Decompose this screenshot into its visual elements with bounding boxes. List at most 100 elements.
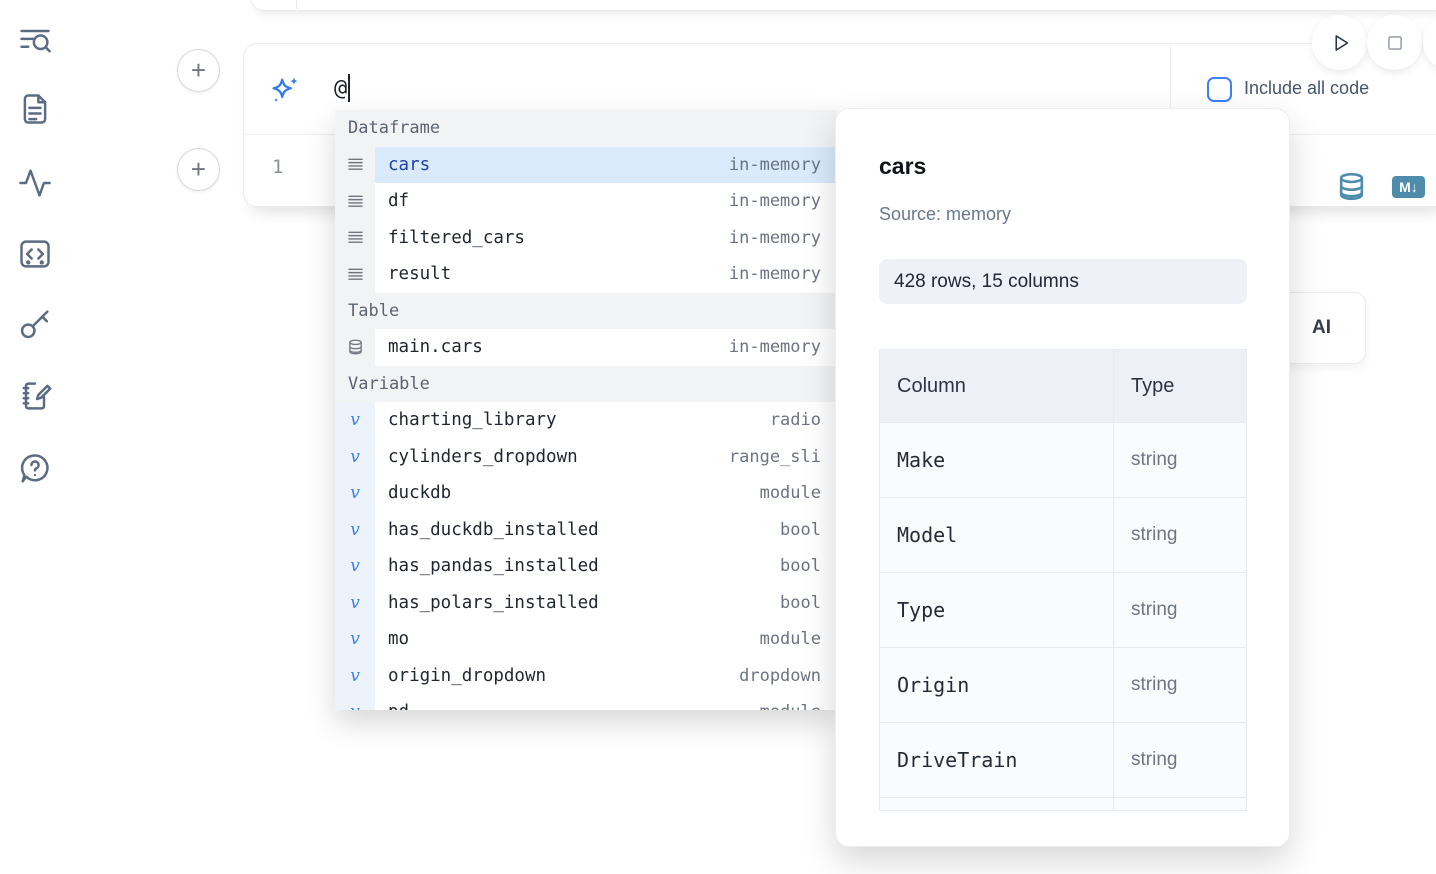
- schema-type-header: Type: [1131, 375, 1175, 397]
- schema-table-row: Make string: [880, 423, 1246, 498]
- autocomplete-row[interactable]: v main.cars in-memory: [335, 329, 836, 366]
- autocomplete-row[interactable]: v filtered_cars in-memory: [335, 219, 836, 256]
- autocomplete-row[interactable]: Variable v: [335, 365, 836, 402]
- markdown-convert-icon[interactable]: M↓: [1392, 176, 1425, 198]
- autocomplete-item-gutter: v: [335, 694, 375, 710]
- schema-column-type: string: [1131, 449, 1178, 470]
- autocomplete-item[interactable]: v has_duckdb_installed bool: [335, 511, 836, 548]
- autocomplete-item-gutter: v: [335, 219, 375, 256]
- key-icon[interactable]: [17, 306, 53, 342]
- autocomplete-item[interactable]: v cars in-memory: [335, 146, 836, 183]
- autocomplete-row[interactable]: v duckdb module: [335, 475, 836, 512]
- activity-icon[interactable]: [17, 165, 53, 201]
- schema-column-type: string: [1131, 599, 1178, 620]
- schema-column-name: [880, 798, 1114, 810]
- autocomplete-row[interactable]: v pd module: [335, 694, 836, 710]
- autocomplete-item[interactable]: v origin_dropdown dropdown: [335, 657, 836, 694]
- autocomplete-item[interactable]: v result in-memory: [335, 256, 836, 293]
- autocomplete-item-name: origin_dropdown: [388, 665, 547, 686]
- variable-icon: v: [350, 665, 360, 686]
- autocomplete-item[interactable]: v mo module: [335, 621, 836, 658]
- variable-icon: v: [350, 519, 360, 540]
- schema-column-type: string: [1131, 749, 1178, 770]
- autocomplete-item[interactable]: v filtered_cars in-memory: [335, 219, 836, 256]
- variable-icon: v: [350, 702, 360, 710]
- document-icon[interactable]: [17, 91, 53, 127]
- autocomplete-item-gutter: v: [335, 329, 375, 366]
- add-cell-below-button[interactable]: +: [177, 148, 220, 191]
- dataframe-icon: [347, 267, 364, 282]
- more-actions-button[interactable]: [1428, 20, 1436, 65]
- schema-column-name: DriveTrain: [880, 723, 1114, 797]
- run-cell-button[interactable]: [1317, 20, 1362, 65]
- schema-column-type: string: [1131, 524, 1178, 545]
- autocomplete-row[interactable]: v mo module: [335, 621, 836, 658]
- autocomplete-item-type: in-memory: [728, 191, 821, 212]
- autocomplete-item[interactable]: v has_pandas_installed bool: [335, 548, 836, 585]
- ai-row-divider: [1170, 45, 1171, 134]
- autocomplete-item[interactable]: v cylinders_dropdown range_sli: [335, 438, 836, 475]
- schema-table-row: Model string: [880, 498, 1246, 573]
- autocomplete-row[interactable]: v has_pandas_installed bool: [335, 548, 836, 585]
- autocomplete-item-gutter: v: [335, 621, 375, 658]
- autocomplete-item[interactable]: v pd module: [335, 694, 836, 710]
- autocomplete-item-name: pd: [388, 702, 409, 710]
- autocomplete-row[interactable]: v df in-memory: [335, 183, 836, 220]
- autocomplete-item-type: module: [760, 702, 821, 710]
- autocomplete-item-name: result: [388, 264, 452, 285]
- scratchpad-icon[interactable]: [17, 378, 53, 414]
- autocomplete-section-header: Table: [335, 292, 836, 329]
- include-all-code-checkbox[interactable]: [1207, 77, 1232, 102]
- autocomplete-item-type: bool: [780, 592, 821, 613]
- text-cursor: [348, 74, 351, 102]
- autocomplete-row[interactable]: v origin_dropdown dropdown: [335, 657, 836, 694]
- stop-button[interactable]: [1372, 20, 1417, 65]
- code-line-number: 1: [272, 156, 284, 178]
- ai-prompt-input[interactable]: @: [334, 74, 351, 102]
- autocomplete-item-name: duckdb: [388, 483, 452, 504]
- code-snippets-icon[interactable]: [17, 236, 53, 272]
- autocomplete-item[interactable]: v duckdb module: [335, 475, 836, 512]
- autocomplete-item-type: module: [759, 629, 821, 650]
- preview-title: cars: [879, 153, 927, 179]
- autocomplete-item-gutter: v: [335, 657, 375, 694]
- variable-icon: v: [350, 446, 360, 467]
- autocomplete-item-type: in-memory: [728, 154, 821, 175]
- autocomplete-item[interactable]: v df in-memory: [335, 183, 836, 220]
- autocomplete-item-gutter: v: [335, 146, 375, 183]
- autocomplete-row[interactable]: v cylinders_dropdown range_sli: [335, 438, 836, 475]
- autocomplete-section-header: Variable: [335, 365, 836, 402]
- datasource-icon[interactable]: [1336, 170, 1367, 203]
- autocomplete-item-name: cars: [388, 154, 431, 175]
- autocomplete-row[interactable]: Table v: [335, 292, 836, 329]
- autocomplete-row[interactable]: Dataframe v: [335, 110, 836, 147]
- autocomplete-item-name: cylinders_dropdown: [388, 446, 578, 467]
- autocomplete-row[interactable]: v result in-memory: [335, 256, 836, 293]
- autocomplete-item[interactable]: v charting_library radio: [335, 402, 836, 439]
- autocomplete-item-name: filtered_cars: [388, 227, 525, 248]
- add-cell-above-button[interactable]: +: [177, 49, 220, 92]
- autocomplete-item-type: module: [759, 483, 821, 504]
- previous-cell-gutter-divider: [296, 0, 297, 9]
- autocomplete-row[interactable]: v charting_library radio: [335, 402, 836, 439]
- preview-source: Source: memory: [879, 204, 1012, 224]
- autocomplete-row[interactable]: v has_duckdb_installed bool: [335, 511, 836, 548]
- search-list-icon[interactable]: [17, 22, 53, 58]
- dataframe-icon: [347, 194, 364, 209]
- schema-column-header: Column: [880, 350, 1114, 422]
- autocomplete-item[interactable]: v main.cars in-memory: [335, 329, 836, 366]
- autocomplete-row[interactable]: v has_polars_installed bool: [335, 584, 836, 621]
- autocomplete-item-name: mo: [388, 629, 410, 650]
- autocomplete-item-type: radio: [769, 410, 821, 431]
- autocomplete-row[interactable]: v cars in-memory: [335, 146, 836, 183]
- autocomplete-item-type: bool: [780, 519, 821, 540]
- autocomplete-item-gutter: v: [335, 183, 375, 220]
- schema-column-name: Make: [880, 423, 1114, 497]
- variable-icon: v: [350, 483, 360, 504]
- schema-table-row: DriveTrain string: [880, 723, 1246, 798]
- schema-table-header-row: Column Type: [880, 350, 1246, 423]
- dataframe-icon: [347, 230, 364, 245]
- help-chat-icon[interactable]: [17, 451, 53, 487]
- autocomplete-item[interactable]: v has_polars_installed bool: [335, 584, 836, 621]
- dataframe-icon: [347, 157, 364, 172]
